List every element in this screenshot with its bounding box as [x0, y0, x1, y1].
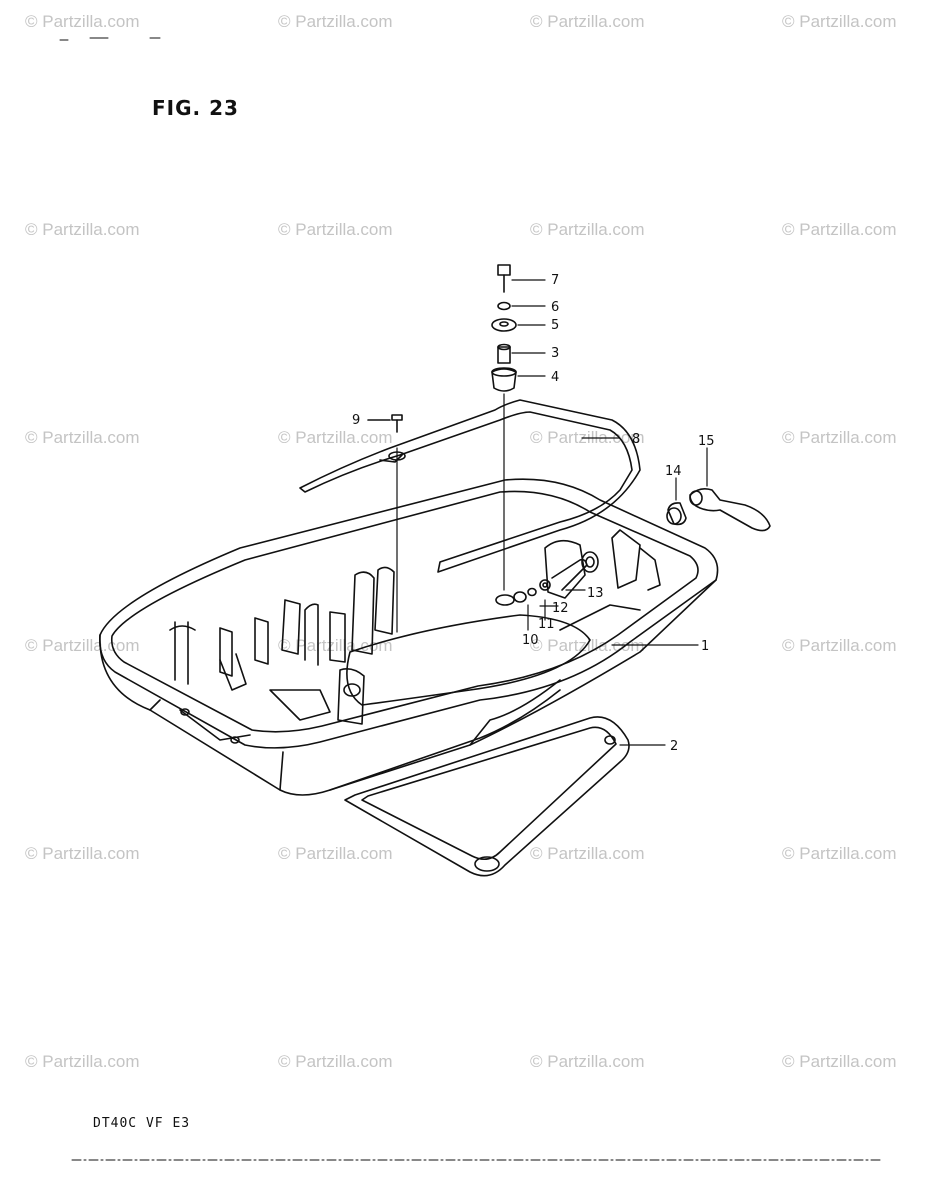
- parts-10-13-hardware: [513, 558, 588, 631]
- callout-8: 8: [632, 432, 640, 447]
- watermark-text: © Partzilla.com: [25, 220, 140, 239]
- model-code: DT40C VF E3: [93, 1116, 191, 1131]
- watermark-text: © Partzilla.com: [278, 220, 393, 239]
- callout-15: 15: [698, 434, 715, 449]
- watermark-text: © Partzilla.com: [782, 12, 897, 31]
- callout-6: 6: [551, 300, 559, 315]
- watermark-text: © Partzilla.com: [278, 428, 393, 447]
- watermark-text: © Partzilla.com: [25, 1052, 140, 1071]
- watermark-text: © Partzilla.com: [278, 1052, 393, 1071]
- callout-12: 12: [552, 601, 569, 616]
- watermark-text: © Partzilla.com: [25, 636, 140, 655]
- watermark-text: © Partzilla.com: [782, 220, 897, 239]
- part-1-bottom-cowling: [98, 478, 719, 796]
- figure-title: FIG. 23: [152, 96, 239, 120]
- callout-3: 3: [551, 346, 559, 361]
- watermark-text: © Partzilla.com: [278, 844, 393, 863]
- watermark-text: © Partzilla.com: [782, 428, 897, 447]
- watermark-text: © Partzilla.com: [25, 428, 140, 447]
- callout-4: 4: [551, 370, 559, 385]
- watermark-text: © Partzilla.com: [530, 1052, 645, 1071]
- part-8-seal-strip: [299, 399, 641, 573]
- part-2-seal: [344, 716, 630, 877]
- watermark-text: © Partzilla.com: [782, 636, 897, 655]
- watermark-text: © Partzilla.com: [25, 12, 140, 31]
- callout-7: 7: [551, 273, 559, 288]
- watermark-text: © Partzilla.com: [530, 12, 645, 31]
- callout-10: 10: [522, 633, 539, 648]
- watermark-text: © Partzilla.com: [530, 844, 645, 863]
- watermark-text: © Partzilla.com: [782, 1052, 897, 1071]
- watermark-text: © Partzilla.com: [25, 844, 140, 863]
- watermark-text: © Partzilla.com: [530, 220, 645, 239]
- callout-9: 9: [352, 413, 360, 428]
- callout-13: 13: [587, 586, 604, 601]
- watermark-text: © Partzilla.com: [782, 844, 897, 863]
- parts-stack-3-7: [491, 264, 546, 606]
- watermark-text: © Partzilla.com: [278, 12, 393, 31]
- callout-1: 1: [701, 639, 709, 654]
- scan-marks: [59, 37, 881, 1161]
- callout-14: 14: [665, 464, 682, 479]
- part-14-knob: [666, 477, 687, 526]
- callouts: 1 2 3 4 5 6 7 8 9 10 11 12 13 14 15: [352, 273, 715, 754]
- callout-2: 2: [670, 739, 678, 754]
- callout-11: 11: [538, 617, 555, 632]
- part-15-lever: [689, 447, 771, 532]
- callout-5: 5: [551, 318, 559, 333]
- part-9-screw: [367, 414, 406, 633]
- watermark-text: © Partzilla.com: [278, 636, 393, 655]
